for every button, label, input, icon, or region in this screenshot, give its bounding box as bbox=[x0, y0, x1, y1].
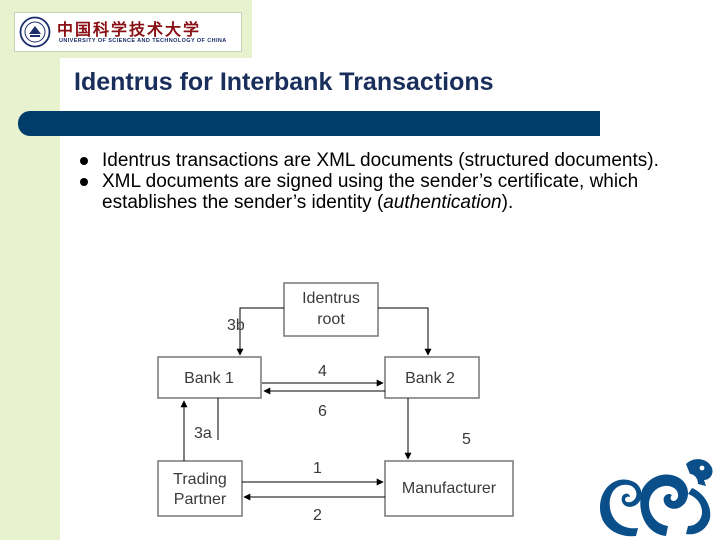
node-trading-partner-label-1: Trading bbox=[173, 471, 227, 488]
edge-label-4: 4 bbox=[318, 363, 327, 380]
logo-band: 中国科学技术大学 UNIVERSITY OF SCIENCE AND TECHN… bbox=[0, 0, 252, 58]
edge-label-3a: 3a bbox=[194, 425, 212, 442]
node-manufacturer bbox=[384, 460, 514, 517]
bullet-item: Identrus transactions are XML documents … bbox=[78, 150, 698, 171]
bullet-italic-term: authentication bbox=[383, 192, 502, 213]
bullet-text: XML documents are signed using the sende… bbox=[102, 171, 639, 213]
bullet-list: Identrus transactions are XML documents … bbox=[78, 150, 698, 213]
edge-label-1: 1 bbox=[313, 460, 322, 477]
edge-label-2: 2 bbox=[313, 507, 322, 524]
dragon-emblem-icon bbox=[600, 459, 713, 537]
edge-label-3b: 3b bbox=[227, 317, 245, 334]
node-trading-partner-label-2: Partner bbox=[174, 491, 227, 508]
bullet-text: Identrus transactions are XML documents … bbox=[102, 150, 659, 171]
bullet-text-end: ). bbox=[501, 192, 514, 213]
edge-label-6: 6 bbox=[318, 403, 327, 420]
node-bank-1-label: Bank 1 bbox=[184, 370, 234, 387]
bullet-dot-icon bbox=[80, 157, 88, 165]
identrus-flow-diagram: Identrus root Bank 1 Bank 2 Trading Part… bbox=[157, 282, 514, 524]
node-bank-2 bbox=[384, 356, 480, 399]
node-identrus-root bbox=[283, 282, 379, 337]
node-bank-1 bbox=[157, 356, 262, 399]
left-decorative-band bbox=[0, 0, 60, 540]
bullet-item: XML documents are signed using the sende… bbox=[78, 171, 698, 213]
university-english-name: UNIVERSITY OF SCIENCE AND TECHNOLOGY OF … bbox=[59, 38, 227, 44]
node-trading-partner bbox=[157, 460, 243, 517]
node-identrus-root-label-1: Identrus bbox=[302, 290, 360, 307]
node-manufacturer-label: Manufacturer bbox=[402, 480, 497, 497]
node-identrus-root-label-2: root bbox=[317, 311, 345, 328]
university-seal-icon bbox=[19, 16, 51, 48]
slide-title: Identrus for Interbank Transactions bbox=[74, 68, 494, 96]
node-bank-2-label: Bank 2 bbox=[405, 370, 455, 387]
edge-root-to-bank1 bbox=[236, 307, 284, 356]
edge-root-to-bank2 bbox=[378, 307, 432, 356]
university-chinese-name: 中国科学技术大学 bbox=[57, 20, 202, 39]
edge-label-5: 5 bbox=[462, 431, 471, 448]
bullet-dot-icon bbox=[80, 178, 88, 186]
university-logo: 中国科学技术大学 UNIVERSITY OF SCIENCE AND TECHN… bbox=[14, 12, 242, 52]
title-underline-bar bbox=[18, 111, 600, 136]
